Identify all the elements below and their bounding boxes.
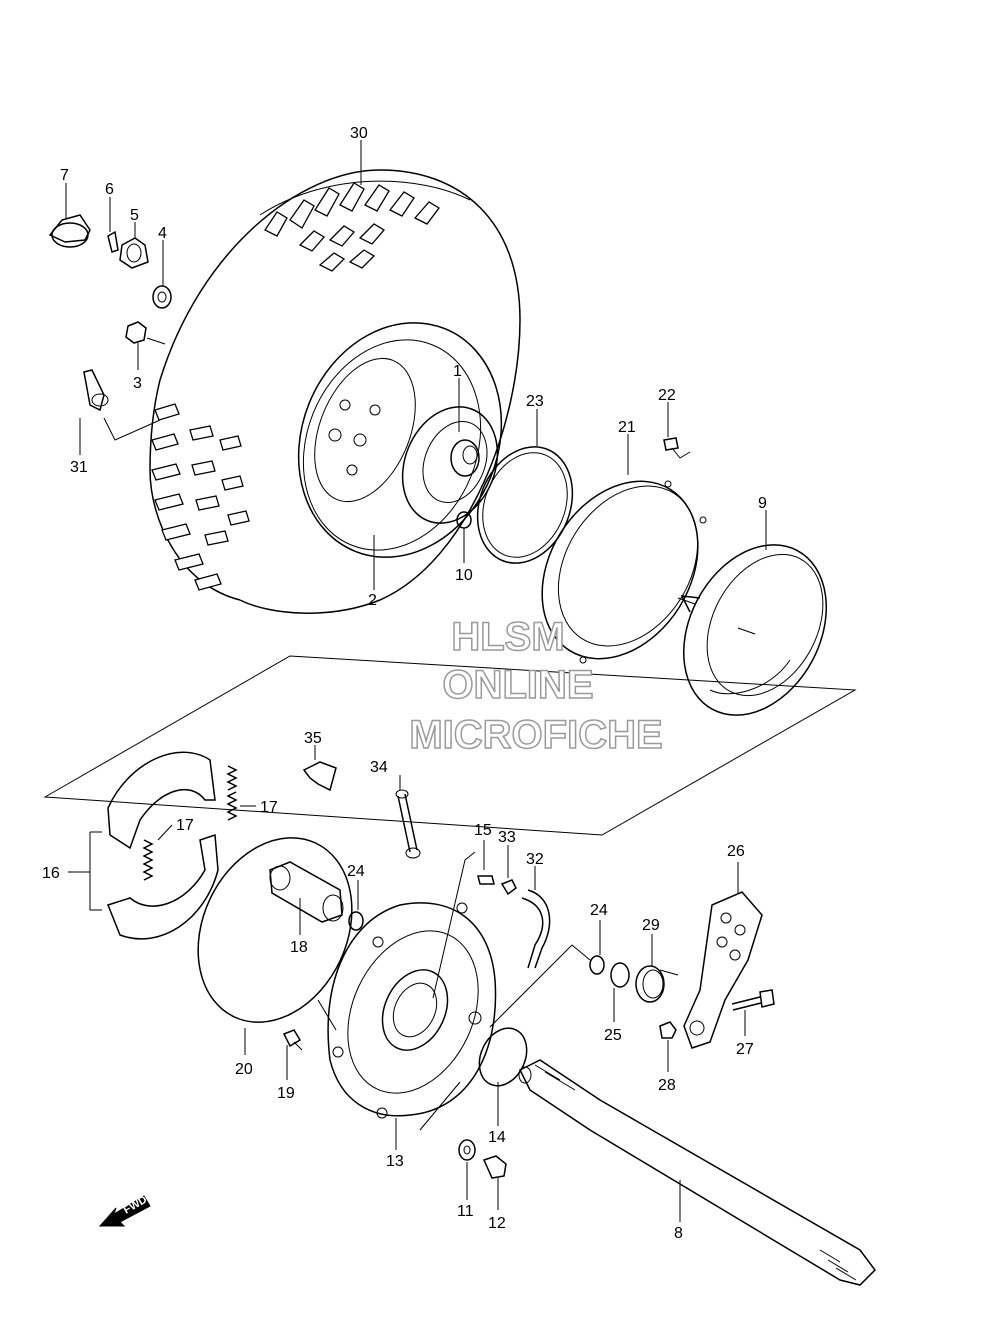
callout-7: 7 <box>60 167 69 184</box>
ring-25[interactable] <box>610 962 630 988</box>
assembly-boundary <box>43 655 857 836</box>
bolt-19[interactable] <box>282 1029 303 1051</box>
svg-text:ONLINE: ONLINE <box>442 663 593 707</box>
brake-arm[interactable] <box>683 891 763 1049</box>
callout-31: 31 <box>70 459 88 476</box>
spring-lower[interactable] <box>142 839 154 881</box>
callout-3: 3 <box>133 375 142 392</box>
callout-20: 20 <box>235 1061 253 1078</box>
watermark: HLSM ONLINE MICROFICHE <box>409 614 664 758</box>
wheel-rim[interactable] <box>264 292 536 588</box>
cotter-pin[interactable] <box>107 230 119 253</box>
callout-11: 11 <box>457 1203 474 1220</box>
tire-tread-top <box>264 182 440 272</box>
callout-34: 34 <box>370 759 388 776</box>
callout-9: 9 <box>758 495 767 512</box>
callout-27: 27 <box>736 1041 754 1058</box>
callout-30: 30 <box>350 125 368 142</box>
bolt-27[interactable] <box>731 989 775 1011</box>
callout-17a: 17 <box>260 799 278 816</box>
fwd-arrow-icon: FWD <box>98 1194 151 1227</box>
callout-24b: 24 <box>590 902 608 919</box>
breather-hose[interactable] <box>521 889 551 969</box>
svg-text:HLSM: HLSM <box>451 615 564 659</box>
brake-link[interactable] <box>395 789 421 859</box>
callout-16: 16 <box>42 865 60 882</box>
callout-29: 29 <box>642 917 660 934</box>
clip-35[interactable] <box>302 761 337 792</box>
return-spring[interactable] <box>635 965 679 1003</box>
callout-35: 35 <box>304 730 322 747</box>
spring-upper[interactable] <box>226 765 238 821</box>
callout-12: 12 <box>488 1215 506 1232</box>
brake-shoe-lower[interactable] <box>107 833 219 940</box>
callout-17b: 17 <box>176 817 194 834</box>
callout-2: 2 <box>368 592 377 609</box>
tire-tread-side <box>151 403 250 591</box>
callout-13: 13 <box>386 1153 404 1170</box>
valve-stem[interactable] <box>83 369 109 412</box>
washer-4[interactable] <box>152 285 172 309</box>
callout-33: 33 <box>498 829 516 846</box>
brake-drum[interactable] <box>655 520 854 740</box>
callout-18: 18 <box>290 939 308 956</box>
nut-3[interactable] <box>125 321 147 344</box>
pin-15[interactable] <box>477 875 495 885</box>
callout-5: 5 <box>130 207 139 224</box>
brake-camshaft[interactable] <box>269 861 344 923</box>
tire[interactable] <box>149 169 521 614</box>
drain-bolt[interactable] <box>482 1155 507 1179</box>
callout-26: 26 <box>727 843 745 860</box>
seal-ring[interactable] <box>461 433 589 578</box>
callout-19: 19 <box>277 1085 295 1102</box>
callout-28: 28 <box>658 1077 676 1094</box>
callout-4: 4 <box>158 225 167 242</box>
wheel-cap[interactable] <box>48 214 91 248</box>
svg-text:MICROFICHE: MICROFICHE <box>409 713 662 757</box>
callout-25: 25 <box>604 1027 622 1044</box>
callout-15: 15 <box>474 822 492 839</box>
washer-11[interactable] <box>458 1139 476 1161</box>
callout-labels: 30 7 6 5 4 3 31 1 2 10 23 21 22 9 35 34 … <box>42 125 767 1242</box>
washer-24-right[interactable] <box>589 955 605 975</box>
brake-shoe-upper[interactable] <box>107 751 216 850</box>
callout-21: 21 <box>618 419 636 436</box>
callout-22: 22 <box>658 387 676 404</box>
callout-32: 32 <box>526 851 544 868</box>
washer-24-left[interactable] <box>348 911 364 931</box>
callout-8: 8 <box>674 1225 683 1242</box>
callout-10: 10 <box>455 567 473 584</box>
castle-nut[interactable] <box>119 237 149 269</box>
rear-axle[interactable] <box>518 1059 876 1286</box>
o-ring-14[interactable] <box>470 1021 535 1094</box>
callout-6: 6 <box>105 181 114 198</box>
nut-33[interactable] <box>500 879 517 896</box>
callout-23: 23 <box>526 393 544 410</box>
callout-14: 14 <box>488 1129 506 1146</box>
callout-1: 1 <box>453 363 462 380</box>
nut-28[interactable] <box>659 1021 677 1039</box>
brake-panel[interactable] <box>323 902 504 1119</box>
callout-24a: 24 <box>347 863 365 880</box>
o-ring-20[interactable] <box>169 813 381 1048</box>
leader-lines <box>65 140 767 1222</box>
bolt-22[interactable] <box>663 437 681 459</box>
